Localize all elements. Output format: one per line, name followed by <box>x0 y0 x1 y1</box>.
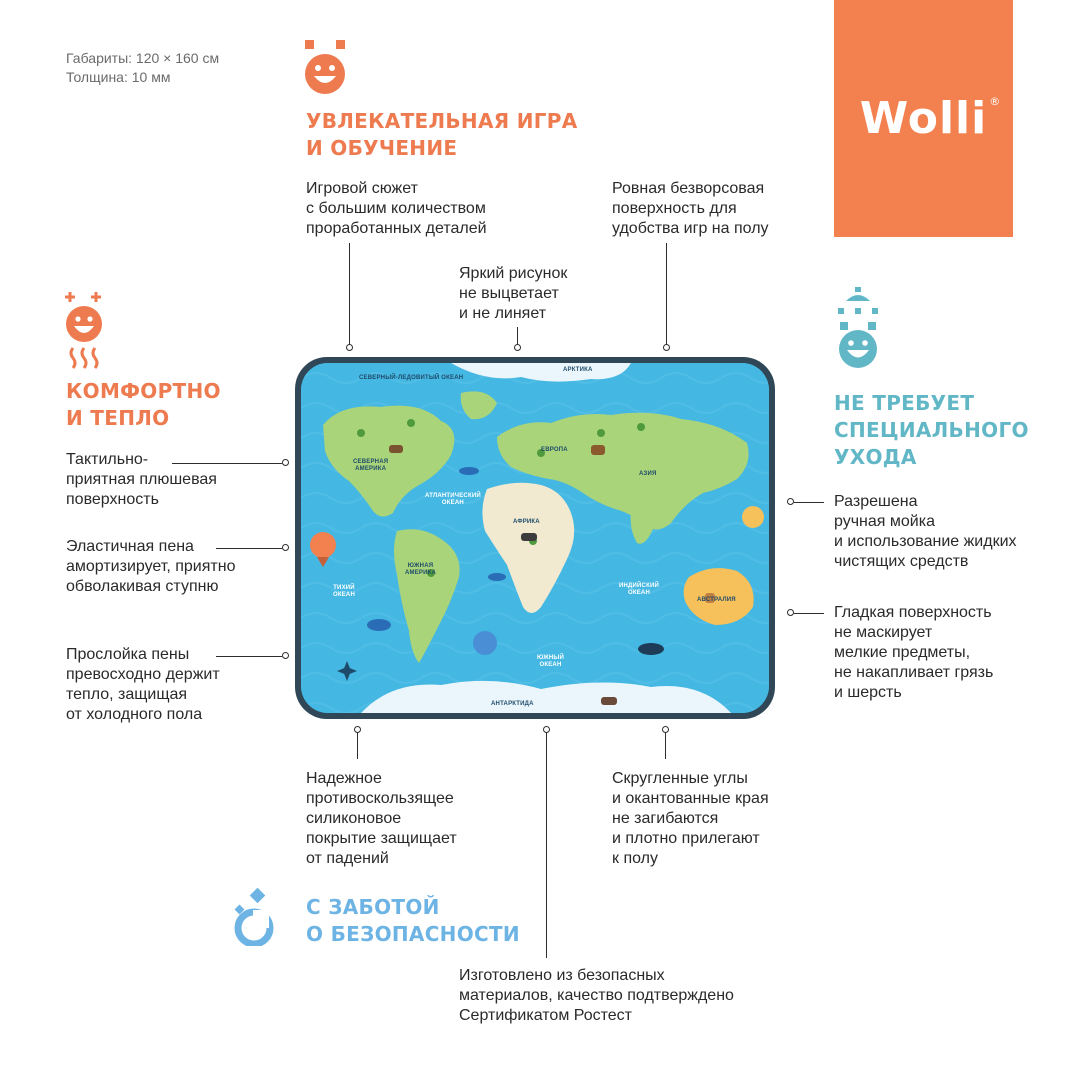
connector-dot <box>543 726 550 733</box>
connector-certified <box>546 733 547 958</box>
connector-nonslip <box>357 733 358 759</box>
safety-drops-icon <box>234 888 274 946</box>
safety-section-title: С ЗАБОТОЙ О БЕЗОПАСНОСТИ <box>306 895 520 946</box>
map-label-indian: ИНДИЙСКИЙ ОКЕАН <box>619 583 659 596</box>
connector-plush <box>172 463 282 464</box>
comfort-section-title: КОМФОРТНО И ТЕПЛО <box>66 379 221 430</box>
map-label-arctic: АРКТИКА <box>563 367 593 373</box>
dimensions-spec: Габариты: 120 × 160 см <box>66 50 220 66</box>
connector-dot <box>346 344 353 351</box>
thickness-spec: Толщина: 10 мм <box>66 69 171 85</box>
world-map-illustration <box>301 363 769 713</box>
map-label-southern: ЮЖНЫЙ ОКЕАН <box>537 655 564 668</box>
connector-dot <box>663 344 670 351</box>
warm-smiley-icon <box>65 292 102 369</box>
map-label-pacific: ТИХИЙ ОКЕАН <box>333 585 355 598</box>
connector-dot <box>787 498 794 505</box>
shower-smiley-icon <box>838 287 878 368</box>
feature-warm-text: Прослойка пены превосходно держит тепло,… <box>66 646 220 723</box>
brand-logo-block: Wolli® <box>834 0 1013 237</box>
connector-dot <box>282 652 289 659</box>
map-label-north-america: СЕВЕРНАЯ АМЕРИКА <box>353 459 389 472</box>
connector-dot <box>282 544 289 551</box>
connector-dot <box>282 459 289 466</box>
brand-name: Wolli <box>859 93 988 144</box>
feature-certified-text: Изготовлено из безопасных материалов, ка… <box>459 967 734 1024</box>
feature-surface-text: Ровная безворсовая поверхность для удобс… <box>612 180 769 237</box>
connector-smooth <box>794 613 824 614</box>
connector-corners <box>665 733 666 759</box>
feature-nonslip-text: Надежное противоскользящее силиконовое п… <box>306 770 457 867</box>
care-section-title: НЕ ТРЕБУЕТ СПЕЦИАЛЬНОГО УХОДА <box>834 391 1029 469</box>
connector-foam <box>216 548 282 549</box>
feature-plot-text: Игровой сюжет с большим количеством прор… <box>306 180 487 237</box>
registered-mark: ® <box>989 95 1002 108</box>
brand-logo: Wolli® <box>859 93 1000 144</box>
smiley-face-icon <box>305 40 345 94</box>
play-section-title: УВЛЕКАТЕЛЬНАЯ ИГРА И ОБУЧЕНИЕ <box>306 109 578 160</box>
map-label-atlantic: АТЛАНТИЧЕСКИЙ ОКЕАН <box>425 493 481 506</box>
map-label-europe: ЕВРОПА <box>541 447 568 453</box>
feature-plush-text: Тактильно- приятная плюшевая поверхность <box>66 451 217 508</box>
feature-bright-text: Яркий рисунок не выцветает и не линяет <box>459 265 568 322</box>
connector-warm <box>216 656 282 657</box>
connector-dot <box>514 344 521 351</box>
map-label-antarctica: АНТАРКТИДА <box>491 701 534 707</box>
map-label-africa: АФРИКА <box>513 519 540 525</box>
map-label-south-america: ЮЖНАЯ АМЕРИКА <box>405 563 437 576</box>
connector-dot <box>354 726 361 733</box>
connector-plot <box>349 243 350 345</box>
connector-dot <box>662 726 669 733</box>
map-label-australia: АВСТРАЛИЯ <box>697 597 736 603</box>
map-label-arctic-ocean: СЕВЕРНЫЙ-ЛЕДОВИТЫЙ ОКЕАН <box>359 375 464 381</box>
feature-wash-text: Разрешена ручная мойка и использование ж… <box>834 493 1017 570</box>
feature-smooth-text: Гладкая поверхность не маскирует мелкие … <box>834 604 994 701</box>
world-map: СЕВЕРНЫЙ-ЛЕДОВИТЫЙ ОКЕАН АРКТИКА СЕВЕРНА… <box>301 363 769 713</box>
connector-surface <box>666 243 667 345</box>
world-map-mat: СЕВЕРНЫЙ-ЛЕДОВИТЫЙ ОКЕАН АРКТИКА СЕВЕРНА… <box>295 357 775 719</box>
feature-corners-text: Скругленные углы и окантованные края не … <box>612 770 769 867</box>
connector-dot <box>787 609 794 616</box>
map-label-asia: АЗИЯ <box>639 471 657 477</box>
feature-foam-text: Эластичная пена амортизирует, приятно об… <box>66 538 236 595</box>
connector-wash <box>794 502 824 503</box>
connector-bright <box>517 327 518 345</box>
